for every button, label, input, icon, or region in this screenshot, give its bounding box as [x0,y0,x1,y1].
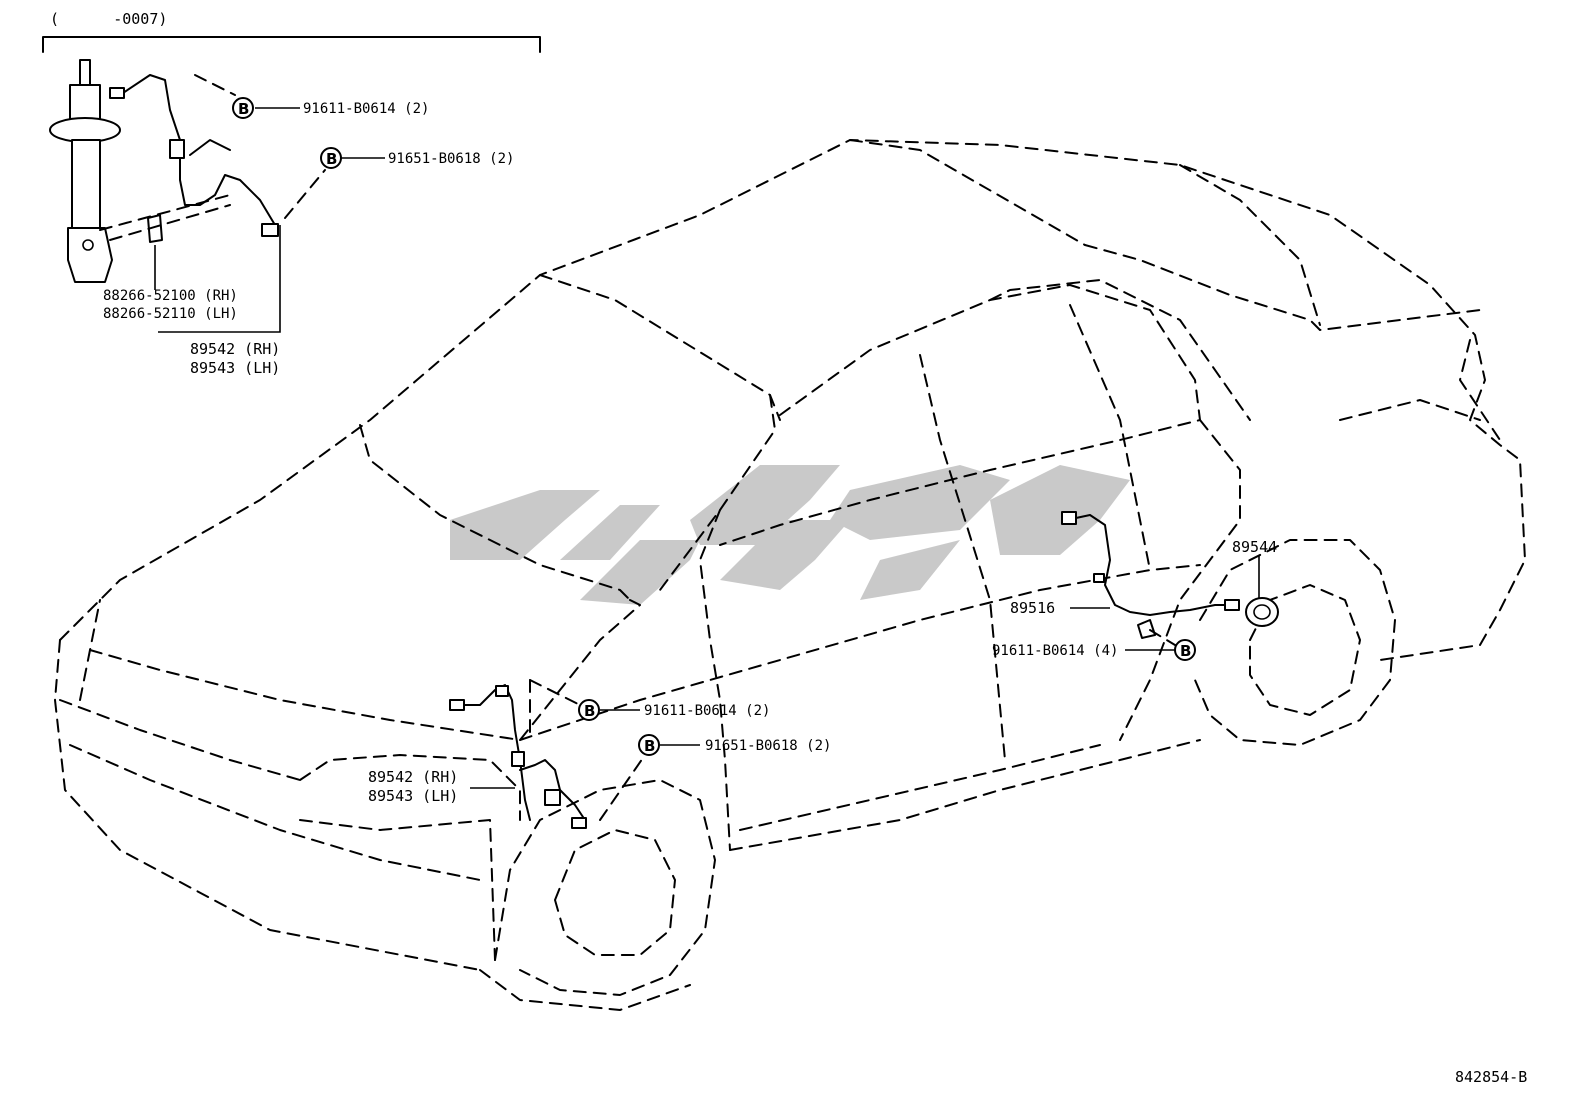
rear-callout-lines [1070,556,1260,651]
inset-screw-part-number: 91651-B0618 (2) [388,151,514,167]
inset-bolt-badge: B [232,97,254,119]
inset-speed-sensor-harness [109,74,279,237]
svg-text:B: B [644,737,655,755]
front-strut-assembly [49,59,121,283]
rear-dash-leaders [1149,629,1176,646]
inset-screw-badge: B [320,147,342,169]
svg-text:B: B [1180,642,1191,660]
front-speed-sensor-harness [449,684,587,829]
rear-bolt-badge: B [1174,639,1196,661]
inset-bracket-part-lh: 88266-52110 (LH) [103,306,238,322]
rear-bearing-part-number: 89544 [1232,538,1277,556]
inset-callout-lines [154,107,385,333]
front-callout-lines [470,709,700,789]
front-bolt-part-number: 91611-B0614 (2) [644,703,770,719]
front-dash-leaders [529,679,646,821]
rear-bolt-part-number: 91611-B0614 (4) [992,643,1118,659]
front-sensor-part-lh: 89543 (LH) [368,787,458,805]
inset-sensor-part-lh: 89543 (LH) [190,359,280,377]
inset-bracket [42,36,541,53]
inset-bracket-part-rh: 88266-52100 (RH) [103,288,238,304]
front-bolt-badge: B [578,699,600,721]
car-outline [54,139,1526,1011]
front-screw-badge: B [638,734,660,756]
diagram-code: 842854-B [1455,1068,1527,1086]
watermark-logo [450,465,1130,605]
front-screw-part-number: 91651-B0618 (2) [705,738,831,754]
rear-harness-part-number: 89516 [1010,599,1055,617]
date-range-label: ( -0007) [50,10,167,28]
rear-harness [1061,511,1240,639]
inset-sensor-part-rh: 89542 (RH) [190,340,280,358]
inset-dash-leaders [99,74,326,241]
front-sensor-part-rh: 89542 (RH) [368,768,458,786]
inset-bolt-part-number: 91611-B0614 (2) [303,101,429,117]
rear-bearing [1245,597,1279,627]
svg-text:B: B [326,150,337,168]
inset-bracket-clip [147,214,163,243]
svg-text:B: B [584,702,595,720]
svg-text:B: B [238,100,249,118]
